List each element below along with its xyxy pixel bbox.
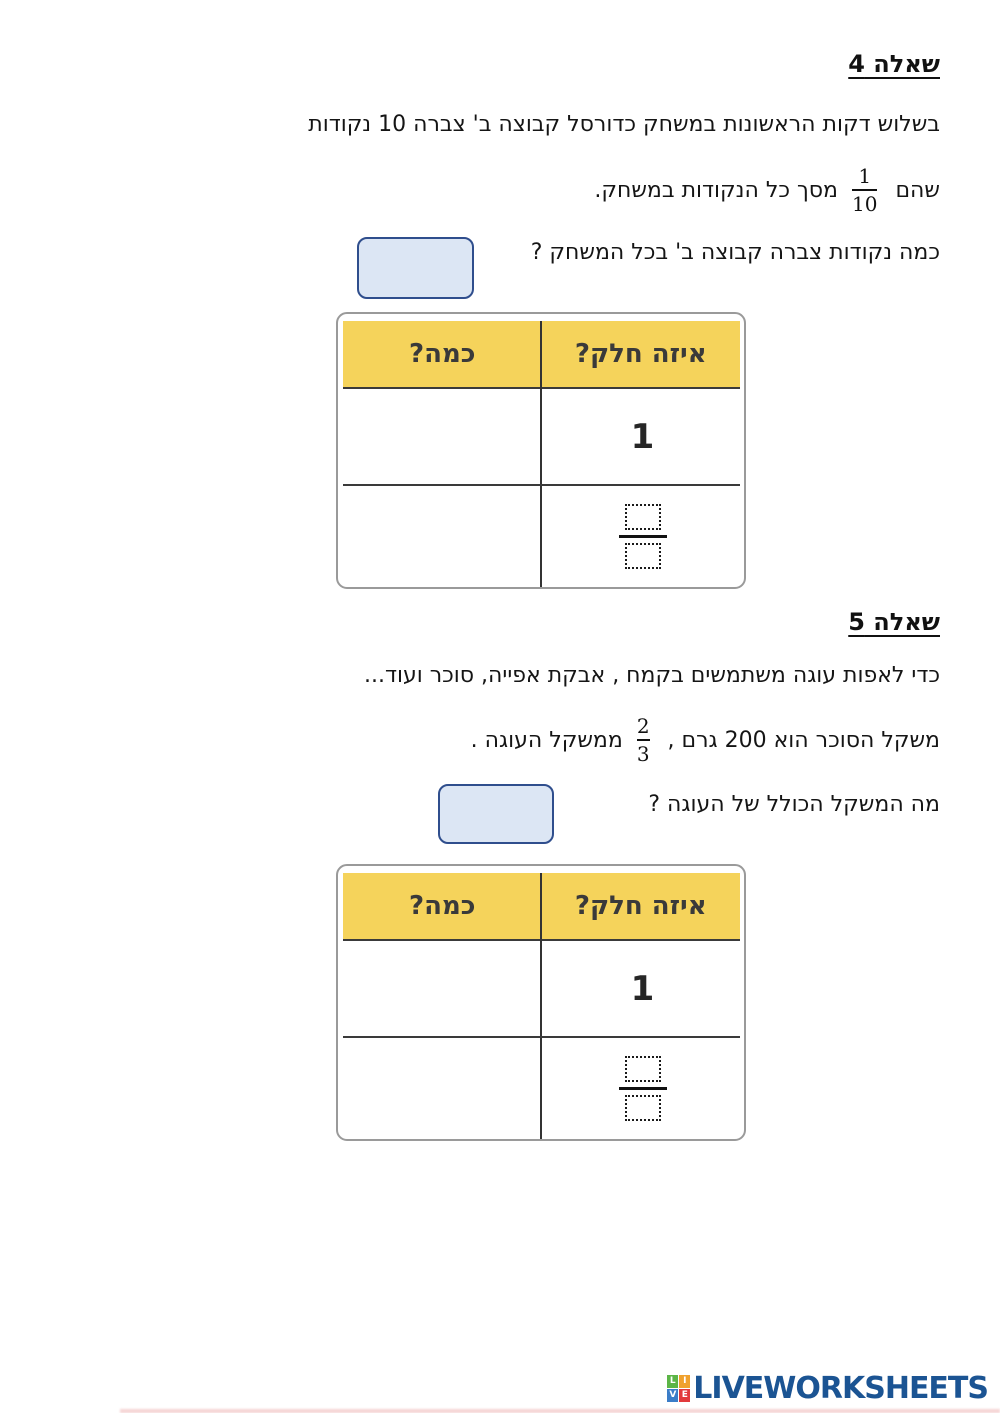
row-divider	[343, 1036, 740, 1038]
howmuch-cell-row2	[342, 488, 540, 584]
question-4-intro: בשלוש דקות הראשונות במשחק כדורסל קבוצה ב…	[308, 112, 940, 137]
fraction-bar	[618, 534, 667, 538]
question-5-title: שאלה 5	[848, 608, 940, 636]
logo-square-i: I	[679, 1375, 691, 1388]
howmuch-cell-row2	[342, 1040, 540, 1136]
column-divider	[540, 321, 542, 587]
col-header-which-part: איזה חלק?	[574, 891, 707, 921]
fraction-bar	[636, 739, 650, 741]
fraction-line-after-text: ממשקל העוגה .	[470, 727, 623, 753]
fraction-denominator: 3	[636, 742, 650, 766]
question-4-fraction-line: שהם 1 10 מסך כל הנקודות במשחק.	[594, 152, 940, 228]
col-header-which-part: איזה חלק?	[574, 339, 707, 369]
fraction-line-before-text: משקל הסוכר הוא 200 גרם ,	[667, 727, 940, 753]
question-5-text: מה המשקל הכולל של העוגה ?	[648, 792, 940, 817]
fraction-denominator-input[interactable]	[624, 542, 661, 569]
answer-input-q4[interactable]	[357, 237, 474, 299]
col-header-how-much: כמה?	[409, 891, 476, 921]
fraction-line-after-text: מסך כל הנקודות במשחק.	[594, 177, 838, 203]
page-bottom-artifact	[120, 1409, 1000, 1413]
logo-square-l: L	[667, 1375, 679, 1388]
question-4-text: כמה נקודות צברה קבוצה ב' בכל המשחק ?	[530, 240, 940, 265]
fraction-denominator-input[interactable]	[624, 1094, 661, 1121]
answer-input-q5[interactable]	[438, 784, 554, 844]
fraction-denominator: 10	[851, 192, 878, 216]
liveworksheets-wordmark: LIVEWORKSHEETS	[693, 1371, 989, 1406]
fraction-table-q4: איזה חלק? כמה? 1	[336, 312, 746, 589]
logo-square-v: V	[667, 1389, 679, 1402]
question-4-title: שאלה 4	[848, 50, 940, 78]
fraction-line-before-text: שהם	[895, 177, 940, 203]
fraction-numerator-input[interactable]	[624, 503, 661, 530]
question-5-intro: כדי לאפות עוגה משתמשים בקמח , אבקת אפייה…	[364, 663, 940, 688]
fraction-numerator: 1	[858, 164, 872, 188]
fraction-2-3: 2 3	[636, 714, 650, 766]
howmuch-cell-row1	[342, 391, 540, 483]
fraction-table-q5: איזה חלק? כמה? 1	[336, 864, 746, 1141]
row-divider	[343, 484, 740, 486]
howmuch-cell-row1	[342, 943, 540, 1035]
liveworksheets-footer: L I V E LIVEWORKSHEETS	[667, 1371, 989, 1406]
logo-square-e: E	[679, 1389, 691, 1402]
part-cell-row1: 1	[630, 969, 655, 1009]
fraction-numerator: 2	[636, 714, 650, 738]
part-cell-row2-fraction	[544, 1040, 741, 1136]
question-5-fraction-line: משקל הסוכר הוא 200 גרם , 2 3 ממשקל העוגה…	[471, 702, 940, 778]
liveworksheets-logo-icon: L I V E	[667, 1375, 691, 1402]
fraction-1-10: 1 10	[851, 164, 878, 216]
fraction-bar	[618, 1086, 667, 1090]
part-cell-row2-fraction	[544, 488, 741, 584]
col-header-how-much: כמה?	[409, 339, 476, 369]
part-cell-row1: 1	[630, 417, 655, 457]
column-divider	[540, 873, 542, 1139]
fraction-numerator-input[interactable]	[624, 1055, 661, 1082]
fraction-bar	[851, 189, 878, 191]
